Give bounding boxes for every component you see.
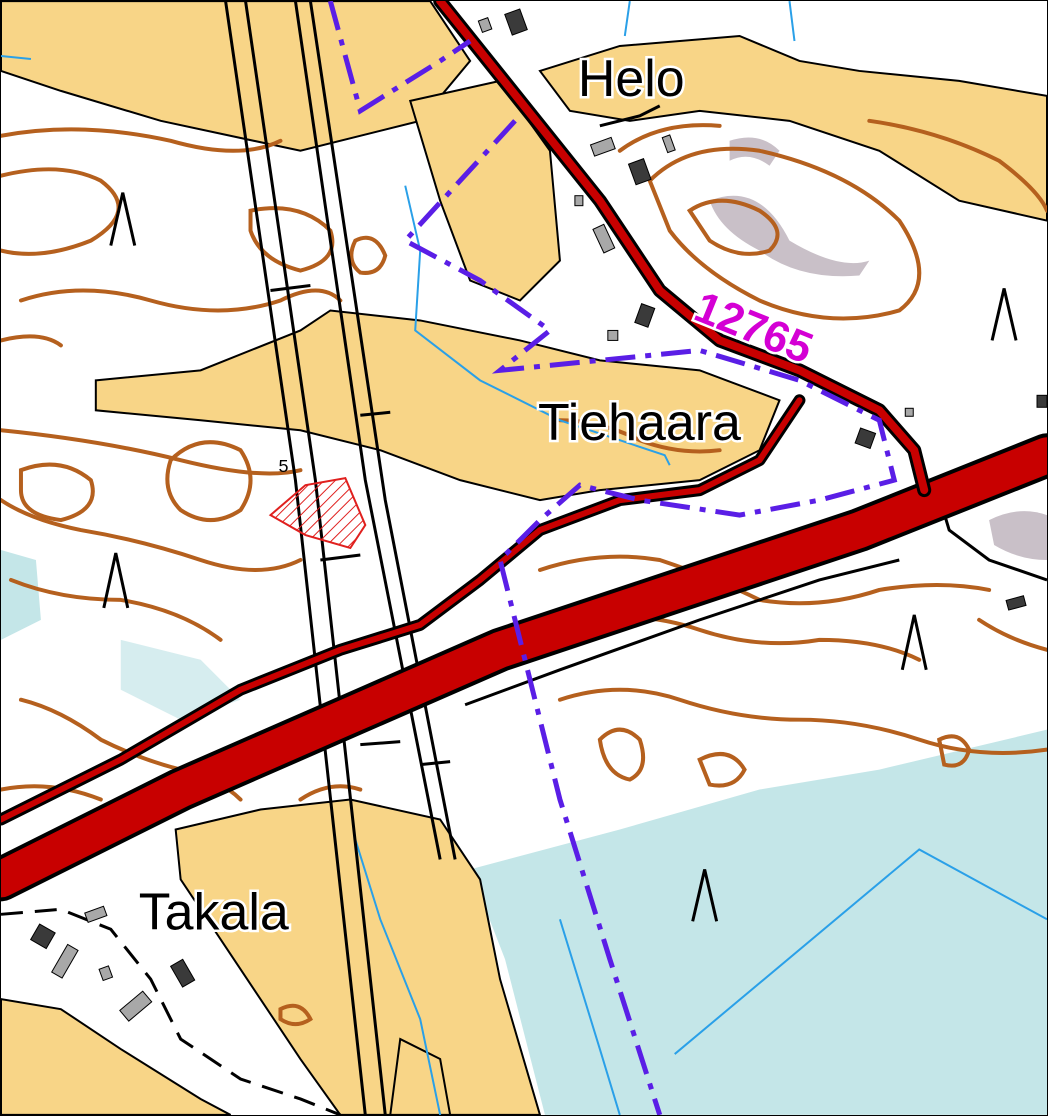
power-lines [224, 1, 457, 1115]
building [119, 990, 153, 1022]
boulder-icon [900, 614, 928, 671]
contour [557, 687, 1047, 755]
stream [1, 54, 32, 60]
main-highway [1, 433, 1047, 902]
contour [557, 418, 722, 454]
contour [647, 146, 922, 321]
building [477, 17, 493, 33]
contour [977, 617, 1047, 652]
power-line [293, 1, 442, 860]
building [1005, 595, 1027, 611]
building [634, 303, 656, 328]
contour [349, 235, 388, 275]
buildings [29, 8, 1047, 1022]
tick-marks [270, 284, 451, 767]
contour [1, 498, 303, 572]
building [84, 905, 108, 924]
rock-3 [989, 511, 1047, 560]
building [1036, 394, 1047, 408]
lake [470, 729, 1047, 1115]
local-road-12765 [433, 1, 932, 498]
stream [354, 839, 442, 1115]
building [589, 136, 616, 157]
contour [1, 784, 103, 802]
stream [788, 1, 796, 42]
contour [597, 727, 646, 782]
building [607, 329, 619, 341]
contour [1, 428, 303, 476]
path [599, 104, 661, 128]
building [627, 158, 652, 186]
boulder-icon [691, 869, 719, 922]
power-line [224, 1, 367, 1115]
contour [1, 334, 63, 348]
rock-1 [709, 195, 870, 277]
power-line [308, 1, 457, 860]
place-label-tiehaara: Tiehaara [538, 393, 741, 451]
water-areas [1, 550, 1047, 1115]
building [98, 965, 114, 982]
contour [18, 462, 95, 523]
wet-strip [120, 639, 241, 720]
building [504, 8, 528, 36]
path [1, 907, 341, 1115]
contour [936, 734, 972, 768]
contour [1, 167, 121, 256]
field-top-right [538, 34, 1047, 222]
stream [404, 185, 671, 466]
roads [1, 1, 1047, 902]
contour [697, 752, 747, 788]
building [29, 923, 56, 950]
place-label-helo: Helo [578, 49, 685, 107]
contour [1, 127, 283, 153]
contour-height-label: 5 [278, 456, 288, 476]
stream [623, 1, 631, 37]
side-road [1, 394, 806, 826]
boulder-symbols [102, 192, 1018, 922]
boundaries [327, 1, 898, 1115]
contour [18, 288, 343, 313]
building [169, 958, 196, 988]
contour [8, 577, 223, 642]
stream [674, 848, 1047, 1055]
building [661, 134, 676, 154]
contour [867, 118, 1047, 213]
boundary [327, 1, 472, 115]
pond-left [1, 550, 41, 640]
building [904, 407, 914, 417]
building [854, 427, 877, 450]
building [592, 223, 616, 254]
contour [278, 1003, 313, 1027]
boulder-icon [102, 552, 130, 609]
stream [558, 919, 621, 1115]
power-line [244, 1, 387, 1115]
field-bottom-left [1, 998, 232, 1115]
restricted-area [268, 477, 367, 550]
contour [686, 198, 780, 256]
contour [248, 206, 335, 273]
place-label-takala: Takala [139, 882, 289, 940]
contour [165, 440, 253, 522]
boundary [401, 119, 898, 1115]
boulder-icon [990, 288, 1018, 341]
building [51, 943, 79, 979]
building [574, 195, 584, 207]
contour [617, 123, 722, 153]
boulder-icon [109, 192, 137, 246]
